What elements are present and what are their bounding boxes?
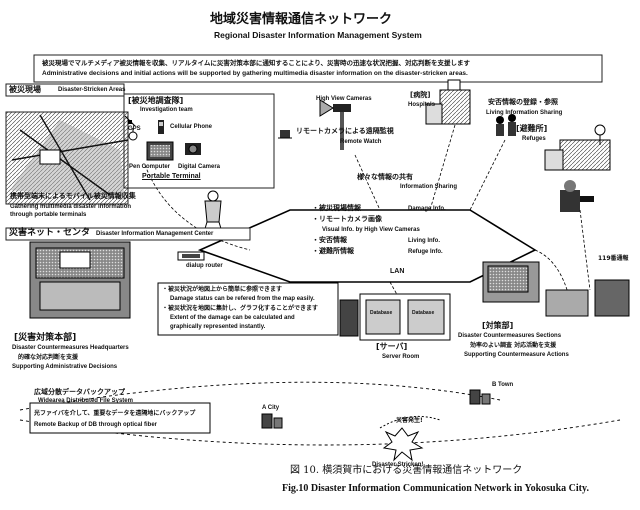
hq-jp: [災害対策本部]	[14, 333, 77, 343]
pen-computer-icon	[146, 141, 174, 161]
center-en: Disaster Information Management Center	[96, 231, 214, 237]
investigation-jp: [被災地調査隊]	[128, 96, 184, 105]
intro-en: Administrative decisions and initial act…	[42, 70, 468, 77]
living-en: Living Information Sharing	[486, 110, 563, 116]
dialup-router-icon	[177, 251, 205, 261]
city-a-label: A City	[262, 405, 280, 411]
sharing-jp: 様々な情報の共有	[357, 173, 413, 181]
sections-room-photo	[482, 261, 630, 317]
refuges-jp: [避難所]	[516, 124, 548, 133]
refuges-en: Refuges	[522, 136, 546, 142]
sharing-item-jp: ・安否情報	[312, 236, 347, 244]
database-label: Database	[412, 310, 435, 316]
hq-en2: Supporting Administrative Decisions	[12, 364, 118, 370]
telephone-label: 119番通報	[598, 255, 629, 262]
sharing-en: Information Sharing	[400, 184, 457, 190]
hospital-jp: [病院]	[410, 91, 431, 99]
sharing-item-jp: ・避難所情報	[312, 247, 354, 255]
sections-jp2: 効率のよい調査 対応活動を支援	[470, 342, 557, 349]
city-a-building-icon	[261, 413, 283, 429]
caller-person-icon	[560, 180, 594, 212]
sharing-item-jp: ・リモートカメラ画像	[312, 215, 382, 223]
backup-link	[379, 415, 441, 429]
cellular-phone-icon	[158, 120, 164, 134]
disaster-area-en: Disaster-Stricken Areas	[58, 87, 126, 93]
refuge-building-icon	[544, 124, 611, 171]
server-rack-icon	[339, 293, 451, 341]
satellite-icon	[124, 115, 136, 127]
living-jp: 安否情報の登録・参照	[488, 98, 558, 106]
digital-camera-icon	[185, 143, 201, 155]
title-jp: 地域災害情報通信ネットワーク	[210, 12, 393, 27]
gathering-en-1: Gathering multimedia disaster informatio…	[10, 204, 132, 210]
disaster-jp: 災害発生!	[396, 417, 423, 424]
aerial-map-image	[5, 111, 129, 205]
backup-jp: 広域分散データバックアップ	[34, 388, 125, 396]
title-en: Regional Disaster Information Management…	[214, 30, 422, 40]
remote-watch-jp: リモートカメラによる遠隔監視	[296, 127, 394, 135]
remote-watch-en: Remote Watch	[340, 139, 382, 145]
sections-jp: [対策部]	[482, 321, 514, 330]
caption-en: Fig.10 Disaster Information Communicatio…	[282, 483, 589, 494]
intro-jp: 被災現場でマルチメディア被災情報を収集、リアルタイムに災害対策本部に通知すること…	[42, 59, 470, 67]
center-jp: 災害ネット・センタ	[9, 228, 91, 238]
feature-1-jp: ・被災状況が地図上から簡単に参照できます	[162, 286, 283, 293]
lan-label: LAN	[390, 268, 405, 275]
hq-room-photo	[29, 241, 131, 319]
server-jp: [サーバ]	[376, 342, 408, 351]
portable-terminal-label: Portable Terminal	[142, 173, 201, 180]
feature-1-en: Damage status can be refered from the ma…	[170, 296, 315, 302]
town-b-label: B Town	[492, 382, 514, 388]
digital-camera-label: Digital Camera	[178, 164, 221, 170]
high-view-camera-icon	[319, 99, 351, 150]
hospital-en: Hospitals	[408, 102, 436, 108]
backup-en2: Remote Backup of DB through optical fibe…	[34, 422, 158, 428]
sharing-item-en: Refuge Info.	[408, 249, 443, 255]
pen-computer-label: Pen Computer	[129, 164, 171, 170]
cellular-label: Cellular Phone	[170, 124, 213, 130]
database-label: Database	[370, 310, 393, 316]
backup-en: Widearea Distributed File System	[38, 398, 133, 404]
sharing-item-jp: ・被災現場情報	[312, 204, 361, 212]
dialup-label: dialup router	[186, 263, 223, 269]
backup-jp2: 光ファイバを介して、重要なデータを遠隔地にバックアップ	[34, 410, 196, 417]
gathering-en-2: through portable terminals	[10, 212, 87, 218]
caption-jp: 図 10. 横須賀市における災害情報通信ネットワーク	[290, 465, 523, 476]
intro-box	[33, 54, 603, 83]
high-view-camera-icon	[278, 130, 292, 139]
sharing-item-en: Visual Info. by High View Cameras	[322, 227, 420, 233]
disaster-area-jp: 被災現場	[9, 85, 41, 94]
hv-cameras-label: High View Cameras	[316, 96, 372, 102]
hospital-building-icon	[425, 79, 471, 125]
feature-2-jp: ・被災状況を地図に集計し、グラフ化することができます	[162, 305, 319, 312]
sections-en: Disaster Countermeasures Sections	[458, 333, 562, 339]
gathering-jp: 携帯型端末によるモバイル被災情報収集	[10, 192, 136, 200]
living-info-people-icon	[496, 114, 516, 136]
sharing-item-en: Damage Info.	[408, 206, 446, 212]
town-b-building-icon	[469, 389, 491, 405]
disaster-burst-icon	[382, 427, 424, 462]
gps-icon	[128, 128, 138, 141]
investigation-en: Investigation team	[140, 107, 193, 113]
surveyor-person-icon	[203, 190, 223, 233]
backup-box	[29, 402, 211, 434]
gps-label: GPS	[128, 126, 141, 132]
feature-2-en-1: Extent of the damage can be calculated a…	[170, 315, 295, 321]
investigation-box	[123, 93, 275, 189]
hq-en: Disaster Countermeasures Headquarters	[12, 345, 129, 351]
disaster-en: Disaster-Stricken!	[372, 462, 424, 468]
hq-jp2: 的確な対応判断を支援	[18, 354, 79, 361]
features-box	[157, 282, 339, 336]
feature-2-en-2: graphically represented instantly.	[170, 324, 266, 330]
backup-arc	[19, 419, 621, 446]
center-tab	[5, 227, 251, 241]
server-en: Server Room	[382, 354, 420, 360]
sharing-item-en: Living Info.	[408, 238, 440, 244]
disaster-area-tab	[5, 83, 125, 97]
sections-en2: Supporting Countermeasure Actions	[464, 352, 569, 358]
